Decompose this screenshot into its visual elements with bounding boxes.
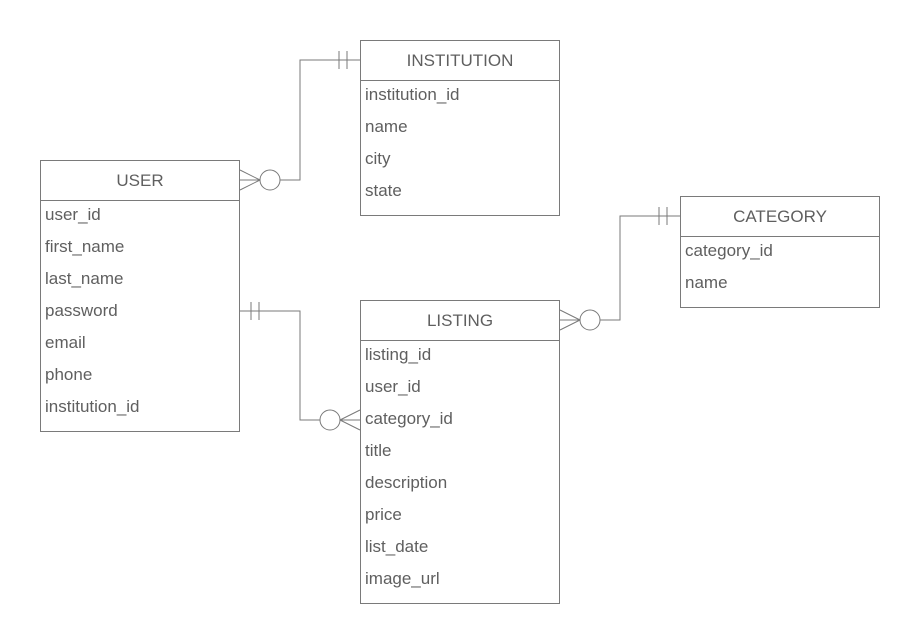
entity-field: price xyxy=(365,505,402,524)
entity-field: last_name xyxy=(45,269,124,288)
entity-field: institution_id xyxy=(365,85,460,104)
entity-field: email xyxy=(45,333,86,352)
entity-field: user_id xyxy=(45,205,101,224)
connector-user-listing[interactable] xyxy=(240,302,361,431)
entity-field: state xyxy=(365,181,402,200)
entity-title: CATEGORY xyxy=(681,197,879,237)
entity-field: category_id xyxy=(685,241,773,260)
entity-field: image_url xyxy=(365,569,440,588)
connector-institution-user[interactable] xyxy=(239,51,360,191)
entity-field: category_id xyxy=(365,409,453,428)
entity-title: USER xyxy=(41,161,239,201)
entity-field: user_id xyxy=(365,377,421,396)
entity-field: title xyxy=(365,441,392,460)
entity-field-list: user_id first_name last_name password email p… xyxy=(41,201,239,431)
entity-field: city xyxy=(365,149,391,168)
entity-field: name xyxy=(365,117,408,136)
entity-title: INSTITUTION xyxy=(361,41,559,81)
entity-field: institution_id xyxy=(45,397,140,416)
connector-category-listing[interactable] xyxy=(559,207,680,331)
entity-field: listing_id xyxy=(365,345,432,364)
entity-user[interactable]: USER user_id first_name last_name password e… xyxy=(40,160,240,432)
entity-title: LISTING xyxy=(361,301,559,341)
entity-field: name xyxy=(685,273,728,292)
entity-field: first_name xyxy=(45,237,125,256)
entity-field: password xyxy=(45,301,118,320)
entity-field: list_date xyxy=(365,537,429,556)
entity-field: description xyxy=(365,473,448,492)
entity-field: phone xyxy=(45,365,93,384)
